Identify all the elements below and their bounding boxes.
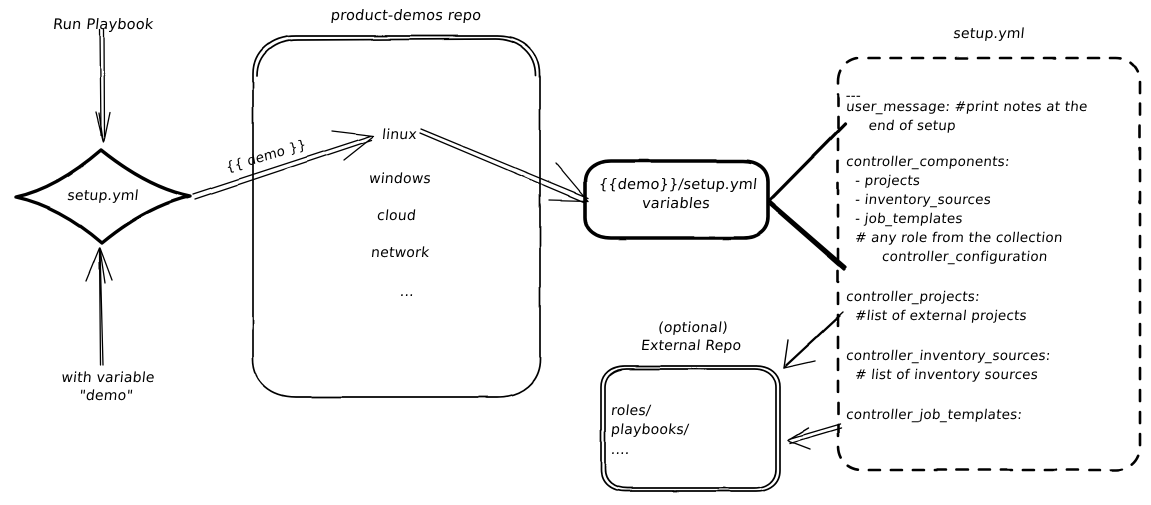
label-product-demos-repo-title: product-demos repo (329, 8, 483, 24)
arrow-setupyml-to-external-repo-lower (787, 423, 842, 450)
edge-label-demo: {{ demo }} (224, 136, 308, 177)
setupyml-line: - job_templates (845, 211, 964, 227)
setupyml-line (845, 268, 1141, 289)
setupyml-line: controller_inventory_sources: (845, 348, 1052, 364)
repo-item-ellipsis: ... (399, 284, 415, 300)
repo-item-network: network (370, 245, 431, 261)
external-repo-line-playbooks: playbooks/ (610, 422, 690, 438)
setupyml-line: --- (844, 88, 862, 104)
label-variables-box: {{demo}}/setup.yml variables (597, 177, 759, 212)
setupyml-line: user_message: #print notes at the (845, 99, 1089, 115)
label-setupyml-title: setup.yml (952, 26, 1026, 42)
arrow-run-playbook-to-setup (95, 29, 111, 143)
repo-item-windows: windows (368, 171, 432, 187)
label-run-playbook: Run Playbook (52, 17, 155, 33)
setupyml-line (845, 137, 1141, 154)
setupyml-line: end of setup (845, 118, 957, 134)
external-repo-line-ellipsis: .... (610, 442, 631, 458)
setupyml-line: - projects (845, 173, 922, 189)
label-with-variable: with variable "demo" (60, 370, 156, 404)
arrow-variables-to-setupyml-lower (768, 200, 847, 271)
setupyml-line: # list of inventory sources (845, 367, 1039, 383)
external-repo-line-roles: roles/ (610, 403, 652, 419)
arrow-with-variable-to-setup (85, 247, 113, 366)
setupyml-line: controller_components: (845, 154, 1011, 170)
setupyml-line: #list of external projects (845, 308, 1028, 324)
setupyml-line: controller_projects: (845, 289, 981, 305)
arrow-linux-to-variables (419, 128, 589, 204)
arrow-setup-to-linux (192, 130, 375, 200)
setupyml-line (845, 327, 1141, 348)
arrow-setupyml-to-external-repo-upper (783, 311, 844, 369)
setupyml-line (845, 386, 1141, 407)
setupyml-body: --- user_message: #print notes at the en… (844, 88, 1141, 426)
setupyml-line: controller_job_templates: (845, 407, 1024, 423)
setupyml-line: # any role from the collection (845, 230, 1064, 246)
repo-item-linux: linux (381, 127, 418, 143)
arrow-variables-to-setupyml-upper (768, 122, 847, 202)
setupyml-line: controller_configuration (845, 249, 1049, 265)
repo-item-cloud: cloud (376, 208, 417, 224)
setupyml-line: - inventory_sources (845, 192, 992, 208)
label-external-repo-title: (optional) External Repo (640, 320, 743, 354)
label-setup-diamond: setup.yml (66, 188, 140, 204)
